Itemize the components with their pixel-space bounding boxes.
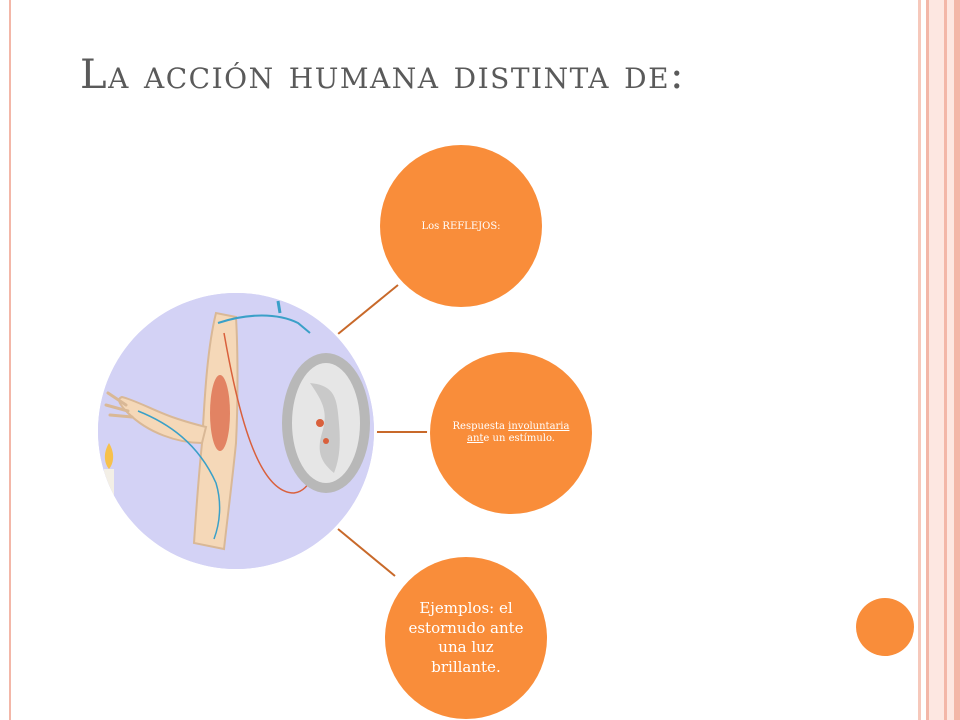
connector-hub-to-reflejos [337, 284, 399, 335]
node-respuesta-involuntaria: Respuesta involuntaria ante un estímulo. [430, 352, 592, 514]
reflex-arc-image [98, 293, 374, 569]
node-respuesta-text-a: Respuesta [452, 420, 509, 432]
reflex-arc-illustration [98, 293, 374, 569]
node-ejemplos-text: Ejemplos: el estornudo ante una luz bril… [408, 599, 524, 676]
slide-title: La acción humana distinta de: [80, 52, 686, 98]
node-reflejos-text: Los REFLEJOS: [421, 220, 501, 232]
connector-hub-to-ejemplos [337, 528, 396, 577]
node-reflejos: Los REFLEJOS: [380, 145, 542, 307]
node-respuesta-text-b: e un estímulo. [483, 433, 555, 444]
node-respuesta-text: Respuesta involuntaria ante un estímulo. [452, 421, 570, 446]
slide-frame-left [9, 0, 11, 720]
decorative-orange-circle [856, 598, 914, 656]
node-respuesta-text-underlined: involuntaria ant [467, 420, 570, 445]
node-ejemplos: Ejemplos: el estornudo ante una luz bril… [385, 557, 547, 719]
slide-frame-right [918, 0, 960, 720]
